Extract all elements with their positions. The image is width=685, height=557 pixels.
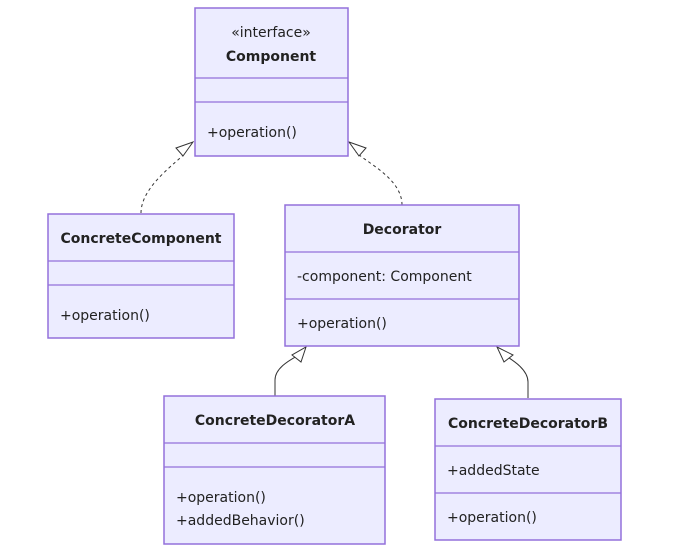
class-concretecomponent[interactable]: ConcreteComponent +operation()	[47, 213, 235, 339]
class-concretedecoratorb[interactable]: ConcreteDecoratorB +addedState +operatio…	[434, 398, 622, 541]
attribute-item: -component: Component	[297, 269, 472, 285]
class-name: Decorator	[363, 222, 442, 238]
method-item: +addedBehavior()	[176, 513, 305, 529]
class-concretecomponent-box	[47, 213, 235, 339]
class-name: ConcreteDecoratorB	[448, 416, 608, 432]
class-concretedecoratorb-box	[434, 398, 622, 541]
class-decorator[interactable]: Decorator -component: Component +operati…	[284, 204, 520, 347]
method-item: +operation()	[176, 490, 266, 506]
class-component[interactable]: «interface» Component +operation()	[194, 7, 349, 157]
method-item: +operation()	[447, 510, 537, 526]
attribute-item: +addedState	[447, 463, 540, 479]
hollow-triangle-arrowhead-icon	[291, 345, 307, 363]
edge-concretedecoratora-to-decorator	[274, 345, 307, 396]
edge-decorator-to-component	[347, 141, 403, 206]
hollow-triangle-arrowhead-icon	[347, 141, 367, 157]
class-concretedecoratora[interactable]: ConcreteDecoratorA +operation() +addedBe…	[163, 395, 386, 545]
hollow-triangle-arrowhead-icon	[495, 345, 514, 363]
class-component-box	[194, 7, 349, 157]
method-item: +operation()	[60, 308, 150, 324]
class-decorator-box	[284, 204, 520, 347]
class-name: ConcreteComponent	[61, 231, 222, 247]
method-item: +operation()	[297, 316, 387, 332]
hollow-triangle-arrowhead-icon	[175, 141, 195, 157]
method-item: +operation()	[207, 125, 297, 141]
class-stereotype: «interface»	[231, 25, 311, 41]
relations	[140, 141, 529, 398]
edge-concretedecoratorb-to-decorator	[495, 345, 529, 398]
class-name: Component	[226, 49, 317, 65]
class-concretedecoratora-box	[163, 395, 386, 545]
class-name: ConcreteDecoratorA	[195, 413, 355, 429]
edge-concretecomponent-to-component	[140, 141, 195, 214]
